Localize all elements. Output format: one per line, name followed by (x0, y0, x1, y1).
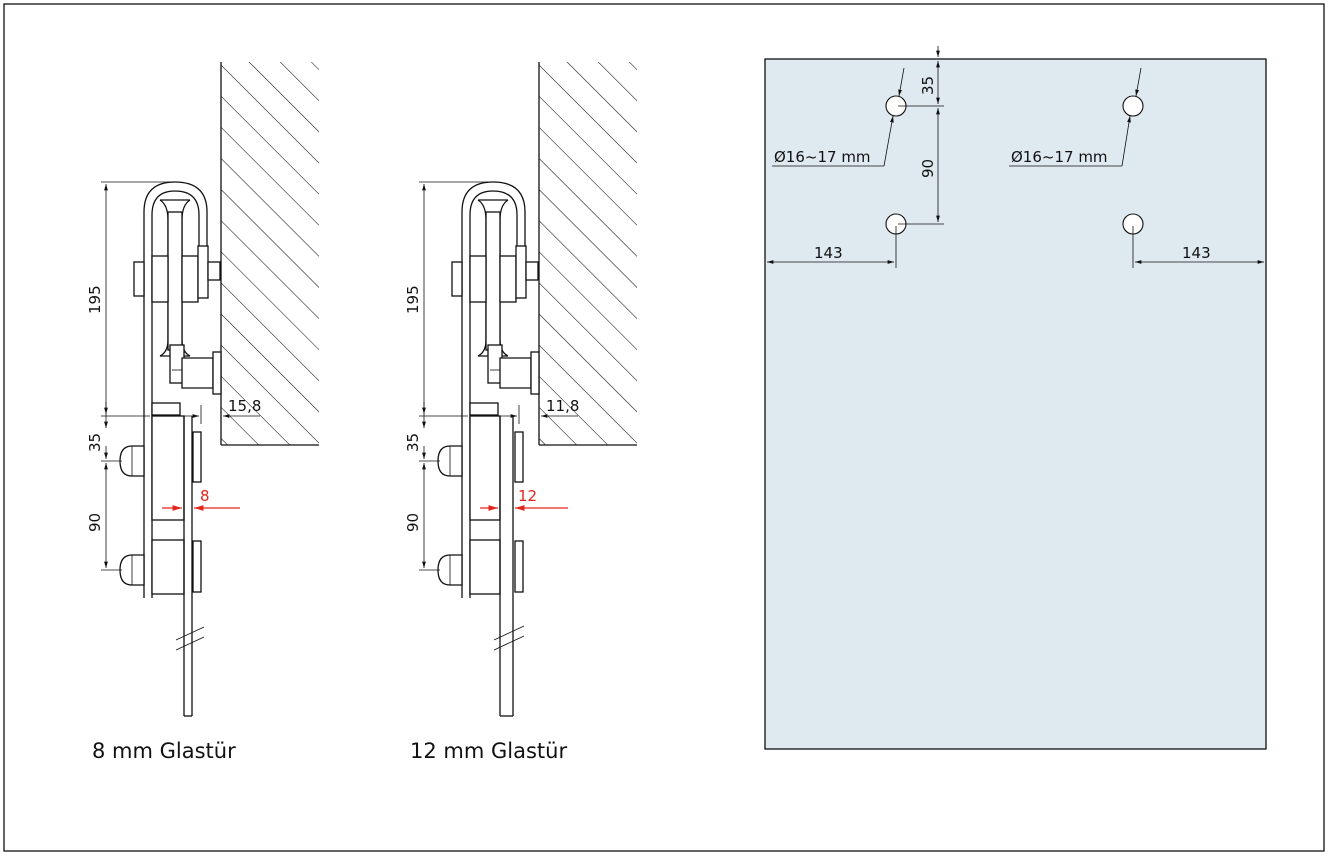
glass-door (175, 416, 205, 717)
wall-section (539, 62, 637, 445)
hanger-strap (143, 181, 208, 598)
roller-wheel (159, 199, 191, 357)
page-border (3, 3, 1325, 852)
hanger-strap (461, 181, 526, 598)
dim-height: 195 (86, 285, 104, 314)
dim-top-hole: 35 (404, 433, 422, 452)
glass-panel-drilling: 35 90 143 143 Ø16~17 mm Ø16~17 mm (764, 46, 1267, 750)
dim-right: 143 (1182, 244, 1211, 262)
wall-spacer (499, 357, 532, 389)
dim-offset: 15,8 (228, 397, 261, 415)
caption-12mm: 12 mm Glastür (410, 739, 567, 763)
glass-door (493, 416, 525, 717)
hole-diameter-label-left: Ø16~17 mm (774, 148, 871, 166)
guide-stub (151, 402, 181, 416)
dim-left: 143 (814, 244, 843, 262)
right-fitting-view: 195 35 90 11,8 12 12 mm Glastür (404, 62, 637, 763)
dim-hole-spacing: 90 (404, 513, 422, 532)
glass-panel (764, 58, 1267, 750)
axle-nut-left (133, 261, 145, 297)
dim-hole-spacing: 90 (86, 513, 104, 532)
hole-diameter-label-right: Ø16~17 mm (1011, 148, 1108, 166)
caption-8mm: 8 mm Glastür (92, 739, 236, 763)
axle-nut-left (451, 261, 463, 297)
dim-spacing: 90 (919, 159, 937, 178)
guide-stub (469, 402, 499, 416)
dim-glass-thickness: 8 (200, 487, 210, 505)
dim-glass-thickness: 12 (518, 487, 537, 505)
wall-section (221, 62, 319, 445)
axle-nut-right (197, 245, 209, 299)
hole-top-right (1122, 95, 1144, 117)
dim-top: 35 (919, 76, 937, 95)
left-fitting-view: 195 35 90 15,8 8 8 mm Glastür (86, 62, 319, 763)
dim-offset: 11,8 (546, 397, 579, 415)
dim-height: 195 (404, 285, 422, 314)
axle-nut-right (515, 245, 527, 299)
dim-top-hole: 35 (86, 433, 104, 452)
wall-spacer (181, 357, 214, 389)
